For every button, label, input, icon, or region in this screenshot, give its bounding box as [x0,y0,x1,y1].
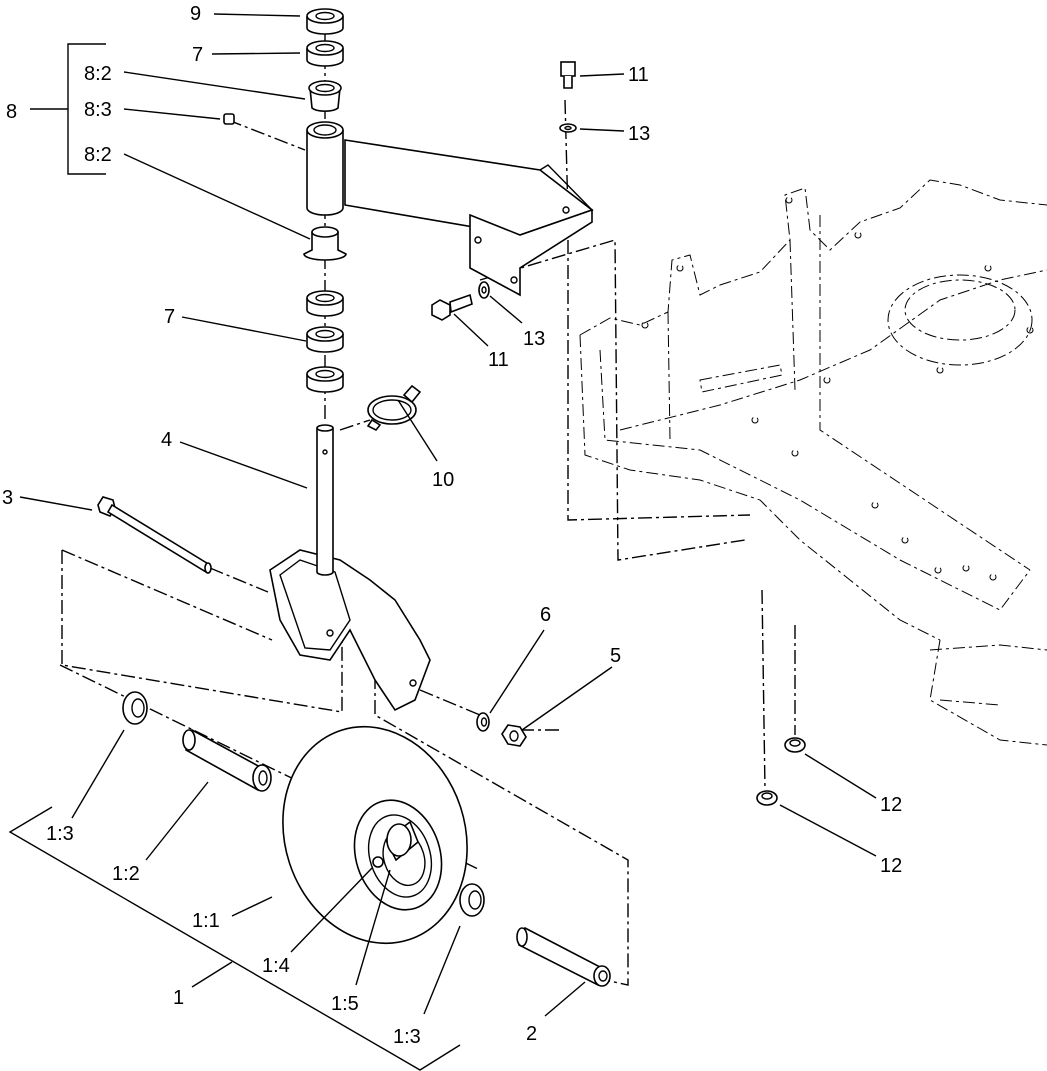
part-6-washer [476,712,490,732]
callout-2: 2 [526,1023,537,1045]
part-8-2-bushing-upper [308,80,342,112]
part-13-washer-side [478,281,490,299]
part-5-nut [501,724,527,747]
part-2-spacer [516,926,611,987]
callout-9: 9 [190,3,201,25]
callout-11-top: 11 [628,64,649,86]
callout-13-side: 13 [523,328,545,350]
part-7-washer-b [306,326,344,353]
part-13-washer-top [559,123,577,133]
callout-12-upper: 12 [880,794,902,816]
part-11-bolt-top [560,61,576,89]
part-1-2-spacer [182,728,272,792]
callout-13-top: 13 [628,123,650,145]
part-8-2-bushing-lower [303,226,347,261]
assembly-centerlines [59,30,796,986]
part-1-4-grease-fitting [372,856,384,868]
callout-8: 8 [6,101,17,123]
part-9-cap [306,8,344,35]
callout-11-side: 11 [488,349,509,371]
callout-8-3: 8:3 [84,99,112,121]
callout-5: 5 [610,645,621,667]
callout-1-5: 1:5 [331,993,359,1015]
part-10-pin [366,384,422,432]
callout-1-3-right: 1:3 [393,1026,421,1048]
callout-7-upper: 7 [192,44,203,66]
part-12-nut-a [784,737,806,753]
callout-1-4: 1:4 [262,955,290,977]
callout-1-1: 1:1 [192,910,220,932]
callout-3: 3 [2,487,13,509]
callout-12-lower: 12 [880,855,902,877]
callout-8-2-lower: 8:2 [84,144,112,166]
part-11-bolt-side [431,293,473,321]
part-7-washer-a [306,290,344,317]
callout-labels: 9 7 8 8:2 8:3 8:2 11 13 13 11 7 4 10 3 6… [2,3,902,1048]
bracket-item-1 [8,806,461,1071]
part-7-washer-c [306,366,344,393]
part-1-3-bearing-left [122,691,148,725]
callout-6: 6 [540,604,551,626]
callout-4: 4 [161,429,172,451]
part-12-nut-b [756,790,778,806]
part-1-3-bearing-right [459,883,485,917]
callout-8-2-upper: 8:2 [84,63,112,85]
callout-1-3-left: 1:3 [46,823,74,845]
mower-deck-phantom [579,179,1047,746]
part-4-caster-fork [269,424,431,712]
part-3-axle-bolt [97,496,212,574]
part-1-1-tire [282,725,468,945]
part-7-washer-upper [306,40,344,67]
callout-7-lower: 7 [164,306,175,328]
callout-10: 10 [432,469,454,491]
callout-1-2: 1:2 [112,863,140,885]
part-8-3-grease-fitting [223,113,235,125]
part-1-5-rim [384,820,419,862]
bracket-item-8 [30,43,106,175]
leader-lines [19,13,877,1017]
part-8-caster-arm [306,121,594,297]
callout-1: 1 [173,987,184,1009]
